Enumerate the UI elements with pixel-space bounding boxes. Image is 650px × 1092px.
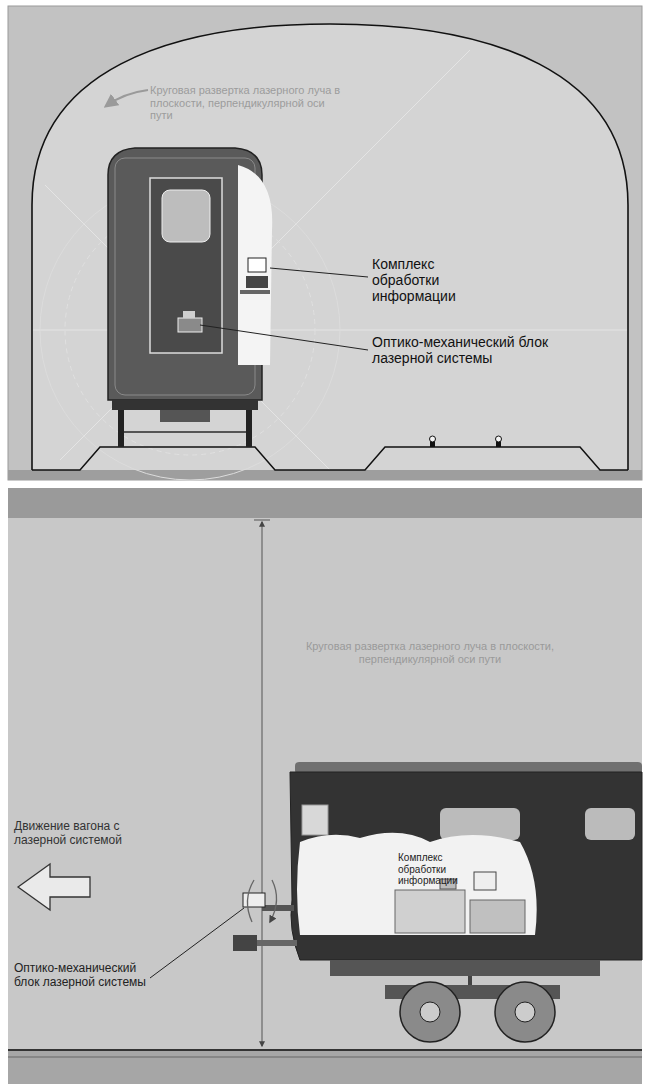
panel-background [8,6,642,480]
rotation-arrow [270,880,277,922]
motion-arrow [18,864,90,910]
car-trim [115,158,255,395]
rail [8,1057,642,1058]
wheel [118,410,124,447]
scan-ray [60,50,470,460]
scan-plane-line [254,520,270,521]
cutaway [297,833,537,935]
coupler [160,410,210,422]
computer-unit [246,276,268,288]
optical-block [243,893,265,907]
rail [430,436,436,442]
tunnel-ceiling [8,488,642,518]
scan-ray [45,185,330,470]
track-bed [32,447,628,470]
car-window [302,805,328,835]
equipment-rack [395,890,465,933]
panel-background [8,488,642,1084]
car-body [290,772,642,960]
scan-plane-line [262,522,263,1046]
callout-label: Комплекс обработки информации [372,256,482,304]
leader-line [150,908,244,978]
desk [240,290,270,294]
rotation-arrow [106,90,148,106]
undercarriage [112,400,258,410]
computer-monitor [474,872,496,890]
car-window [585,808,635,840]
rail [8,1049,642,1051]
underframe [330,960,600,976]
tunnel-interior [32,24,628,470]
optical-block [178,318,202,332]
scan-circle [40,180,340,480]
callout-label: Круговая развертка лазерного луча в плос… [285,640,575,665]
callout-label: Комплекс обработки информации [398,852,488,887]
wheel [495,982,555,1042]
coupler [233,935,257,951]
optical-block [183,311,195,318]
callout-label: Движение вагона с лазерной системой [14,820,142,848]
callout-label: Круговая развертка лазерного луча в плос… [150,84,350,122]
leader-line [200,325,368,350]
rail [496,436,502,442]
callout-label: Оптико-механический блок лазерной систем… [14,962,164,990]
wheel [246,410,252,447]
wheel-hub [515,1002,535,1022]
door-window [162,190,210,242]
callout-label: Оптико-механический блок лазерной систем… [372,334,562,366]
leader-line [270,268,368,277]
ground-band [8,1050,642,1084]
ground-band [8,470,642,480]
wheel [400,982,460,1042]
bogie-pivot [468,976,472,985]
equipment-desk [470,900,525,933]
coupler [257,940,297,946]
wheel-hub [420,1002,440,1022]
axle [124,431,246,433]
computer-monitor [248,258,266,272]
mounting-bracket [262,905,294,911]
tunnel-outline [32,24,628,470]
rotation-arrow [247,880,254,922]
